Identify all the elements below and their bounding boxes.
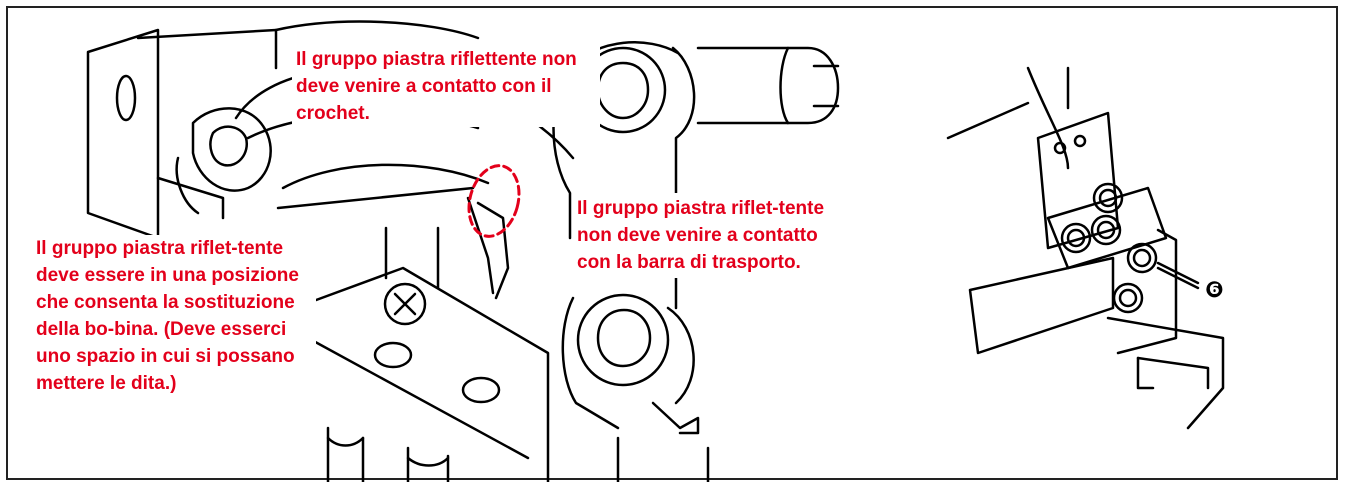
figure-frame: Il gruppo piastra riflettente non deve v… bbox=[6, 6, 1338, 482]
note-bobbin-position: Il gruppo piastra riflet-tente deve esse… bbox=[36, 235, 316, 397]
callout-number-6: ❻ bbox=[1205, 278, 1224, 303]
note-feed-bar-contact: Il gruppo piastra riflet-tente non deve … bbox=[573, 193, 857, 278]
note-crochet-contact: Il gruppo piastra riflettente non deve v… bbox=[292, 46, 600, 127]
technical-drawing bbox=[86, 20, 1225, 482]
right-sensor-illustration bbox=[946, 66, 1225, 430]
left-machine-illustration bbox=[86, 20, 840, 482]
contact-area-highlight bbox=[467, 164, 521, 238]
